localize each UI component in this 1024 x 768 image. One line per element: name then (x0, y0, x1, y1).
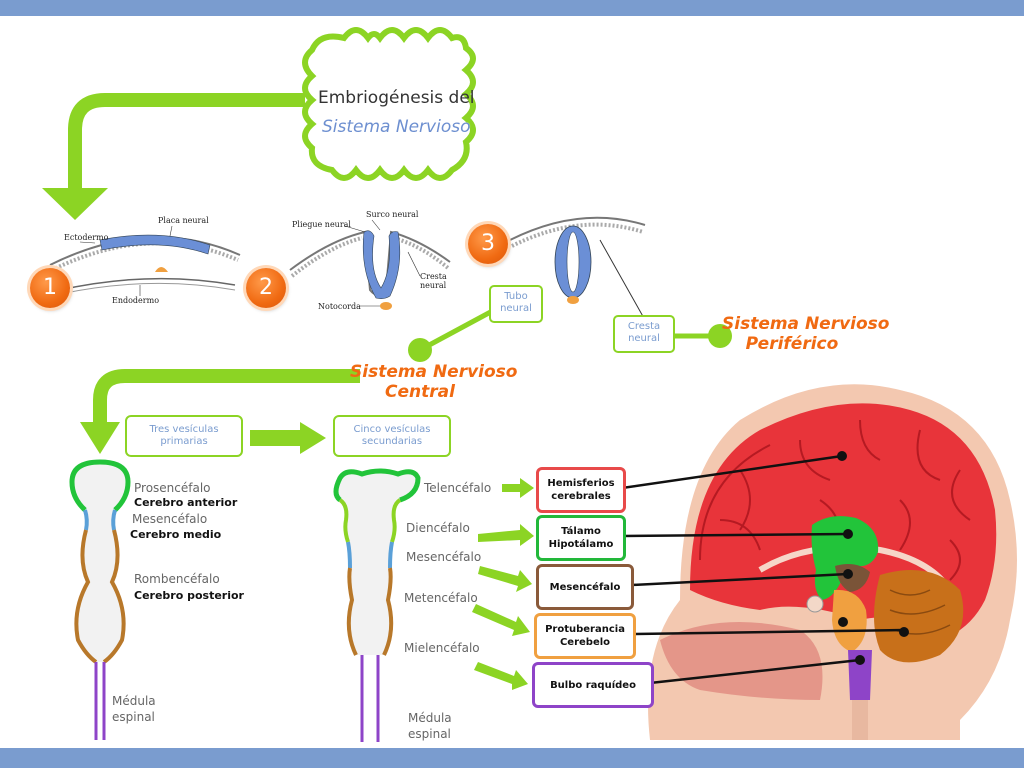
sistema-nervioso-periferico: Sistema Nervioso Periférico (722, 314, 890, 354)
secondary-diencefalo: Diencéfalo (406, 521, 470, 535)
arrow-head-step1 (42, 188, 108, 220)
sketch-step3 (509, 216, 646, 321)
connector-tubo-to-central (418, 305, 500, 353)
medula-espinal-primary: Médula espinal (112, 694, 156, 724)
structure-protuberancia: Protuberancia Cerebelo (534, 613, 636, 659)
box-cresta-neural-label: Cresta neural (627, 321, 661, 344)
primary-sub-cerebro-posterior: Cerebro posterior (134, 589, 244, 602)
leader-lines (621, 451, 909, 685)
node-periferico (708, 324, 732, 348)
step-3-badge: 3 (468, 224, 508, 264)
brain-illustration (648, 384, 1017, 740)
label-cresta-neural-sketch: Cresta neural (420, 272, 447, 290)
medula-espinal-secondary: Médula espinal (408, 711, 452, 741)
sistema-nervioso-central: Sistema Nervioso Central (350, 362, 518, 402)
primary-name-mesencefalo: Mesencéfalo (132, 512, 208, 526)
box-cinco-vesiculas (333, 415, 451, 457)
top-band (0, 0, 1024, 16)
primary-sub-cerebro-medio: Cerebro medio (130, 528, 222, 541)
label-placa-neural: Placa neural (158, 216, 209, 225)
label-surco-neural: Surco neural (366, 210, 419, 219)
box-tres-vesiculas (125, 415, 243, 457)
secondary-metencefalo: Metencéfalo (404, 591, 478, 605)
secondary-arrows (472, 478, 534, 690)
secondary-telencefalo: Telencéfalo (424, 481, 492, 495)
structure-hemisferios: Hemisferios cerebrales (536, 467, 626, 513)
label-ectodermo: Ectodermo (64, 233, 109, 242)
arrow-title-to-step1 (68, 93, 305, 190)
structure-bulbo: Bulbo raquídeo (532, 662, 654, 708)
node-central (408, 338, 432, 362)
box-tres-vesiculas-label: Tres vesículas primarias (149, 424, 219, 447)
structure-talamo: Tálamo Hipotálamo (536, 515, 626, 561)
primary-sub-cerebro-anterior: Cerebro anterior (134, 496, 238, 509)
title-line-1: Embriogénesis del (318, 88, 475, 108)
secondary-mesencefalo: Mesencéfalo (406, 550, 482, 564)
secondary-vesicle-tube (333, 468, 421, 742)
secondary-mielencefalo: Mielencéfalo (404, 641, 480, 655)
box-tubo-neural (489, 285, 543, 323)
title-frame (302, 27, 476, 181)
label-notocorda: Notocorda (318, 302, 361, 311)
step-1-badge: 1 (30, 268, 70, 308)
label-pliegue-neural: Pliegue neural (292, 220, 351, 229)
box-tubo-neural-label: Tubo neural (500, 291, 532, 314)
bottom-band (0, 748, 1024, 768)
primary-name-prosencefalo: Prosencéfalo (134, 481, 211, 495)
structure-mesencefalo: Mesencéfalo (536, 564, 634, 610)
arrow-central-to-primary (93, 369, 360, 425)
step-2-badge: 2 (246, 268, 286, 308)
primary-name-rombencefalo: Rombencéfalo (134, 572, 220, 586)
sketch-step1 (49, 225, 241, 296)
primary-vesicle-tube (69, 459, 131, 740)
box-cinco-vesiculas-label: Cinco vesículas secundarias (353, 424, 431, 447)
arrow-tres-to-cinco (250, 422, 326, 454)
sketch-step2 (289, 219, 451, 310)
title-line-2: Sistema Nervioso (322, 117, 471, 137)
label-endodermo: Endodermo (112, 296, 160, 305)
arrow-head-primary (80, 422, 120, 454)
